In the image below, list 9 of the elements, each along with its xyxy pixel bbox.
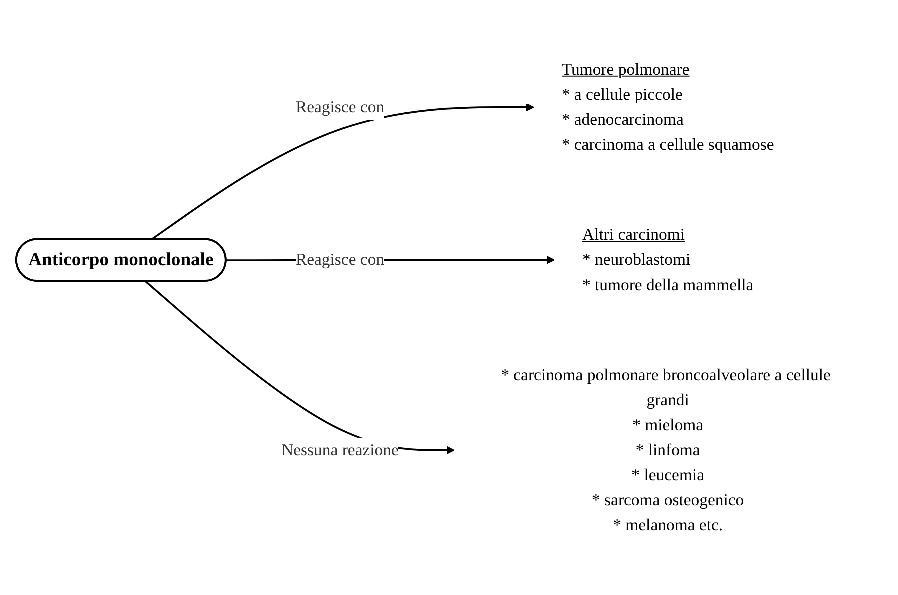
arrow (151, 103, 534, 240)
flowchart-diagram: Reagisce con Reagisce con Nessuna reazione Anticorpo monoclonale Tumore polmonare * a cellule piccole * adenocarcinoma * carcinoma a cellule squamose Altri carcinomi * neuroblastomi * tumore della mammella * carcinoma polmonare broncoalveolare a cellule grandi * mieloma * linfoma * leucemia * sarcoma osteogenico * melanoma etc. (9, 36, 889, 560)
edge-label: Nessuna reazione (282, 440, 399, 459)
node-text: Tumore polmonare * a cellule piccole * adenocarcinoma * carcinoma a cellule squamose (562, 60, 774, 154)
node-text: Altri carcinomi * neuroblastomi * tumore della mammella (582, 225, 754, 294)
arrow (145, 280, 455, 454)
edge-label: Reagisce con (296, 97, 385, 116)
edge-label: Reagisce con (296, 250, 385, 269)
node-text: * carcinoma polmonare broncoalveolare a cellule grandi * mieloma * linfoma * leucemia * sarcoma osteogenico * melanoma etc. (501, 365, 831, 534)
